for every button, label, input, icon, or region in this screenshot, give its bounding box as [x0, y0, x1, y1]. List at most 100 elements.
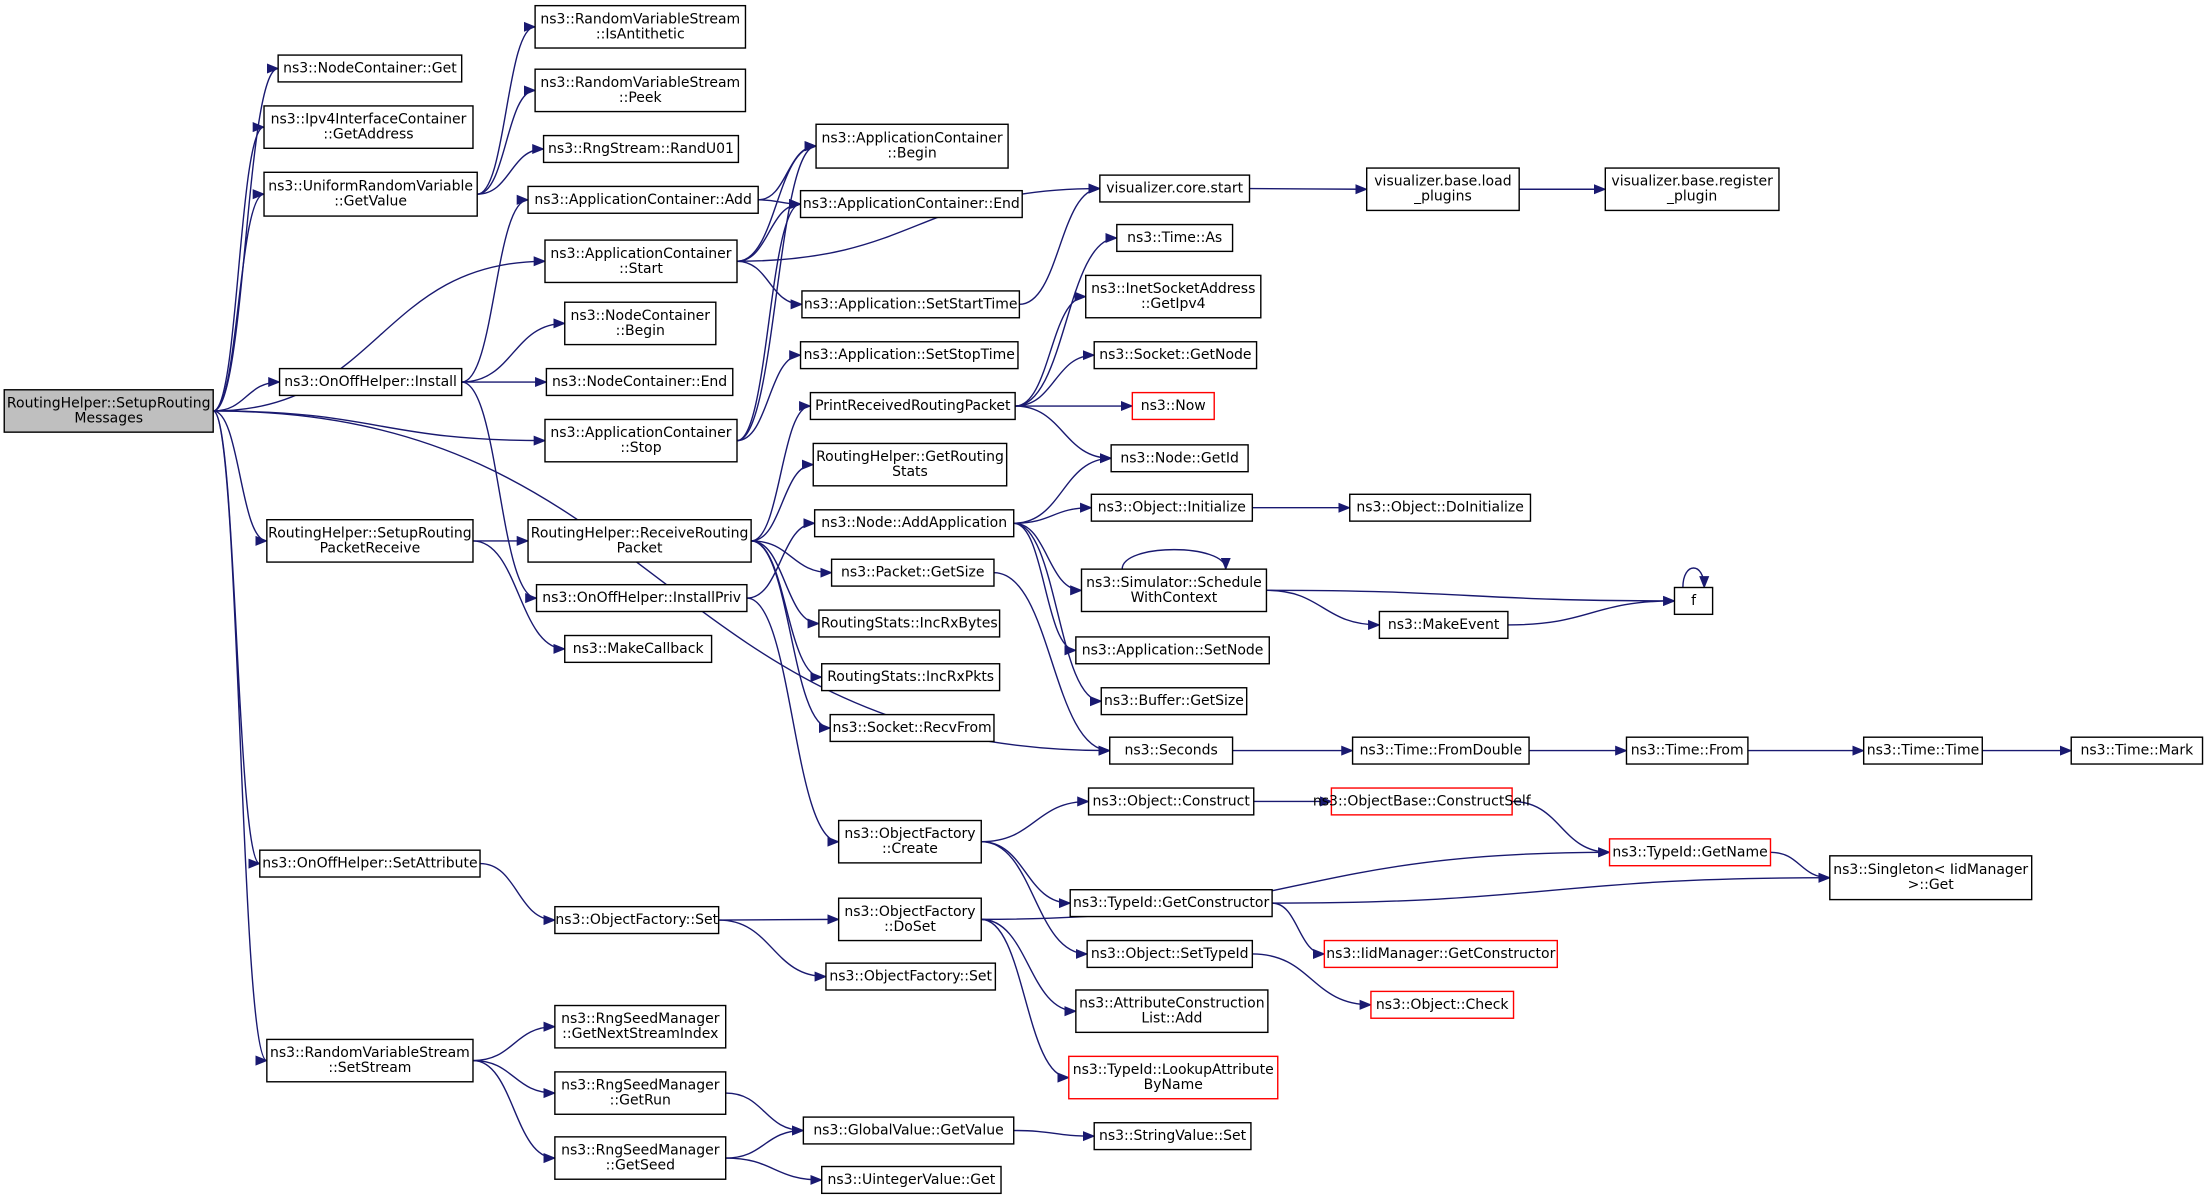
node-inet_get[interactable]: ns3::InetSocketAddress::GetIpv4	[1085, 274, 1262, 319]
node-time_from[interactable]: ns3::Time::From	[1625, 736, 1749, 765]
node-label: RoutingHelper::GetRouting	[816, 449, 1004, 465]
node-rs_incbytes[interactable]: RoutingStats::IncRxBytes	[818, 609, 1001, 638]
edge-sim_sched-to-f	[1266, 589, 1676, 606]
node-time_fromdouble[interactable]: ns3::Time::FromDouble	[1351, 736, 1530, 765]
node-rngsm_getrun[interactable]: ns3::RngSeedManager::GetRun	[554, 1071, 727, 1115]
node-node_addapp[interactable]: ns3::Node::AddApplication	[813, 509, 1015, 538]
node-ac_add[interactable]: ns3::ApplicationContainer::Add	[527, 185, 759, 214]
node-nc_begin[interactable]: ns3::NodeContainer::Begin	[564, 301, 717, 346]
node-oo_setattr[interactable]: ns3::OnOffHelper::SetAttribute	[259, 849, 481, 878]
edge-viz_start-to-viz_load	[1249, 184, 1368, 195]
node-seconds[interactable]: ns3::Seconds	[1109, 736, 1234, 765]
node-gv_getvalue[interactable]: ns3::GlobalValue::GetValue	[802, 1116, 1015, 1145]
node-label: ::Begin	[616, 323, 665, 339]
edge-rh_recv-to-rh_getstats	[751, 459, 815, 542]
node-box	[825, 962, 997, 991]
node-app_setnode[interactable]: ns3::Application::SetNode	[1075, 636, 1270, 665]
node-box	[799, 189, 1023, 219]
node-label: ::GetSeed	[606, 1158, 675, 1174]
node-tid_getname[interactable]: ns3::TypeId::GetName	[1608, 838, 1772, 867]
node-pkt_getsize[interactable]: ns3::Packet::GetSize	[830, 558, 995, 587]
node-ipv4_get[interactable]: ns3::Ipv4InterfaceContainer::GetAddress	[263, 105, 474, 149]
edge-oo_install-to-oo_installpriv	[461, 381, 538, 604]
node-makecb[interactable]: ns3::MakeCallback	[564, 634, 713, 664]
node-makeevent[interactable]: ns3::MakeEvent	[1378, 610, 1509, 640]
edge-gv_getvalue-to-sv_set	[1013, 1129, 1096, 1142]
node-viz_load[interactable]: visualizer.base.load_plugins	[1365, 167, 1520, 212]
node-obj_doinit[interactable]: ns3::Object::DoInitialize	[1349, 493, 1532, 522]
edge-root-to-ipv4_get	[212, 122, 266, 412]
node-box	[1068, 1055, 1279, 1100]
node-box	[554, 905, 720, 935]
node-iid_getctor[interactable]: ns3::IidManager::GetConstructor	[1323, 939, 1559, 969]
node-ac_stop[interactable]: ns3::ApplicationContainer::Stop	[544, 418, 738, 463]
node-box	[1365, 167, 1520, 212]
node-oo_installpriv[interactable]: ns3::OnOffHelper::InstallPriv	[535, 583, 748, 613]
node-of_create[interactable]: ns3::ObjectFactory::Create	[837, 819, 982, 864]
node-box	[263, 171, 478, 217]
node-label: ::GetIpv4	[1141, 296, 1206, 312]
node-time_mark[interactable]: ns3::Time::Mark	[2070, 736, 2204, 765]
node-app_setstop[interactable]: ns3::Application::SetStopTime	[799, 341, 1019, 370]
node-obj_settid[interactable]: ns3::Object::SetTypeId	[1086, 939, 1254, 969]
node-rng_rand[interactable]: ns3::RngStream::RandU01	[542, 134, 740, 164]
edge-sim_sched-to-sim_sched	[1121, 549, 1231, 571]
node-time_time[interactable]: ns3::Time::Time	[1862, 736, 1983, 765]
node-rs_incpkts[interactable]: RoutingStats::IncRxPkts	[821, 663, 1001, 692]
node-sock_getnode[interactable]: ns3::Socket::GetNode	[1093, 341, 1258, 370]
node-obj_check[interactable]: ns3::Object::Check	[1370, 990, 1515, 1019]
node-viz_reg[interactable]: visualizer.base.register_plugin	[1604, 167, 1780, 212]
node-of_doset[interactable]: ns3::ObjectFactory::DoSet	[837, 897, 982, 942]
node-label: ns3::Node::GetId	[1120, 450, 1238, 466]
node-tid_getctor[interactable]: ns3::TypeId::GetConstructor	[1069, 889, 1273, 918]
node-ac_end[interactable]: ns3::ApplicationContainer::End	[799, 189, 1023, 219]
node-app_setstart[interactable]: ns3::Application::SetStartTime	[801, 290, 1021, 319]
node-sock_recvfrom[interactable]: ns3::Socket::RecvFrom	[829, 713, 995, 743]
node-rvs_peek[interactable]: ns3::RandomVariableStream::Peek	[534, 68, 747, 113]
node-rngsm_next[interactable]: ns3::RngSeedManager::GetNextStreamIndex	[554, 1004, 727, 1049]
node-of_set2[interactable]: ns3::ObjectFactory::Set	[825, 962, 997, 991]
nodes-layer: RoutingHelper::SetupRoutingMessagesns3::…	[3, 4, 2204, 1195]
node-viz_start[interactable]: visualizer.core.start	[1099, 174, 1251, 203]
node-obj_init[interactable]: ns3::Object::Initialize	[1090, 493, 1254, 522]
node-label: ::Create	[882, 841, 938, 857]
edges-layer	[212, 21, 2073, 1185]
node-box	[1829, 855, 2033, 901]
node-oo_install[interactable]: ns3::OnOffHelper::Install	[278, 367, 463, 397]
node-f[interactable]: f	[1673, 586, 1714, 616]
edge-node_addapp-to-node_getid	[1013, 453, 1113, 524]
node-label: ns3::UintegerValue::Get	[828, 1172, 996, 1188]
node-ac_begin[interactable]: ns3::ApplicationContainer::Begin	[815, 123, 1009, 169]
node-label: ns3::TypeId::LookupAttribute	[1073, 1062, 1274, 1078]
node-rvs_setstream[interactable]: ns3::RandomVariableStream::SetStream	[266, 1038, 474, 1083]
node-rngsm_getseed[interactable]: ns3::RngSeedManager::GetSeed	[554, 1136, 727, 1180]
node-box	[1093, 1122, 1252, 1151]
edge-ac_start-to-app_setstart	[736, 260, 804, 310]
node-obj_construct[interactable]: ns3::Object::Construct	[1087, 787, 1255, 816]
node-buf_getsize[interactable]: ns3::Buffer::GetSize	[1100, 687, 1248, 716]
node-label: ::GetRun	[610, 1093, 671, 1109]
edge-print_rp-to-time_as	[1015, 232, 1119, 407]
node-urv_get[interactable]: ns3::UniformRandomVariable::GetValue	[263, 171, 478, 217]
node-ob_constructself[interactable]: ns3::ObjectBase::ConstructSelf	[1313, 787, 1532, 816]
node-nc_get[interactable]: ns3::NodeContainer::Get	[277, 54, 463, 83]
node-singleton_get[interactable]: ns3::Singleton< IidManager>::Get	[1829, 855, 2033, 901]
node-rvs_anti[interactable]: ns3::RandomVariableStream::IsAntithetic	[534, 4, 747, 49]
node-ac_start[interactable]: ns3::ApplicationContainer::Start	[544, 239, 738, 284]
node-now[interactable]: ns3::Now	[1131, 391, 1215, 421]
node-time_as[interactable]: ns3::Time::As	[1116, 223, 1234, 253]
node-label: ::Start	[619, 261, 663, 277]
node-print_rp[interactable]: PrintReceivedRoutingPacket	[809, 391, 1016, 421]
node-uv_get[interactable]: ns3::UintegerValue::Get	[821, 1165, 1002, 1195]
node-node_getid[interactable]: ns3::Node::GetId	[1110, 444, 1249, 473]
node-of_set[interactable]: ns3::ObjectFactory::Set	[554, 905, 720, 935]
node-nc_end[interactable]: ns3::NodeContainer::End	[545, 367, 734, 397]
node-sv_set[interactable]: ns3::StringValue::Set	[1093, 1122, 1252, 1151]
